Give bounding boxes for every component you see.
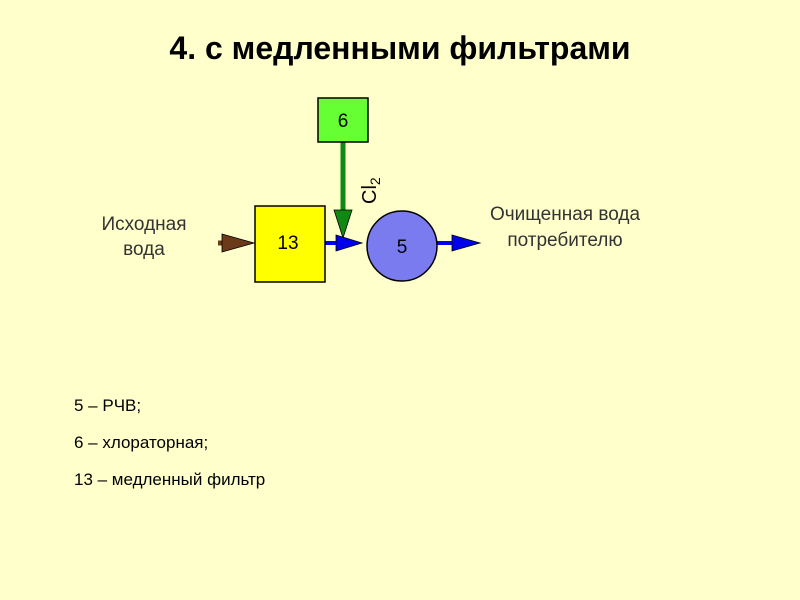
chlorine-line <box>333 142 353 240</box>
legend-item-chlorinator: 6 – хлораторная; <box>74 433 209 452</box>
chlorinator-node: 6 <box>317 97 369 143</box>
raw-water-arrow <box>218 233 256 253</box>
legend-item-filter: 13 – медленный фильтр <box>74 470 266 489</box>
legend: 5 – РЧВ; 6 – хлораторная; 13 – медленный… <box>74 396 265 507</box>
slow-filter-label: 13 <box>277 233 298 254</box>
reservoir-label: 5 <box>397 237 408 258</box>
output-water-arrow <box>436 234 482 252</box>
filtered-water-arrow <box>325 234 364 252</box>
legend-item-reservoir: 5 – РЧВ; <box>74 396 142 415</box>
page-title: 4. с медленными фильтрами <box>169 30 631 66</box>
chlorinator-label: 6 <box>338 111 349 132</box>
output-water-label: Очищенная вода потребителю <box>489 204 641 251</box>
reservoir-node: 5 <box>366 210 438 282</box>
chlorine-label: Cl2 <box>359 177 383 204</box>
slow-filter-node: 13 <box>254 205 326 283</box>
source-water-label: Исходная вода <box>101 214 187 260</box>
